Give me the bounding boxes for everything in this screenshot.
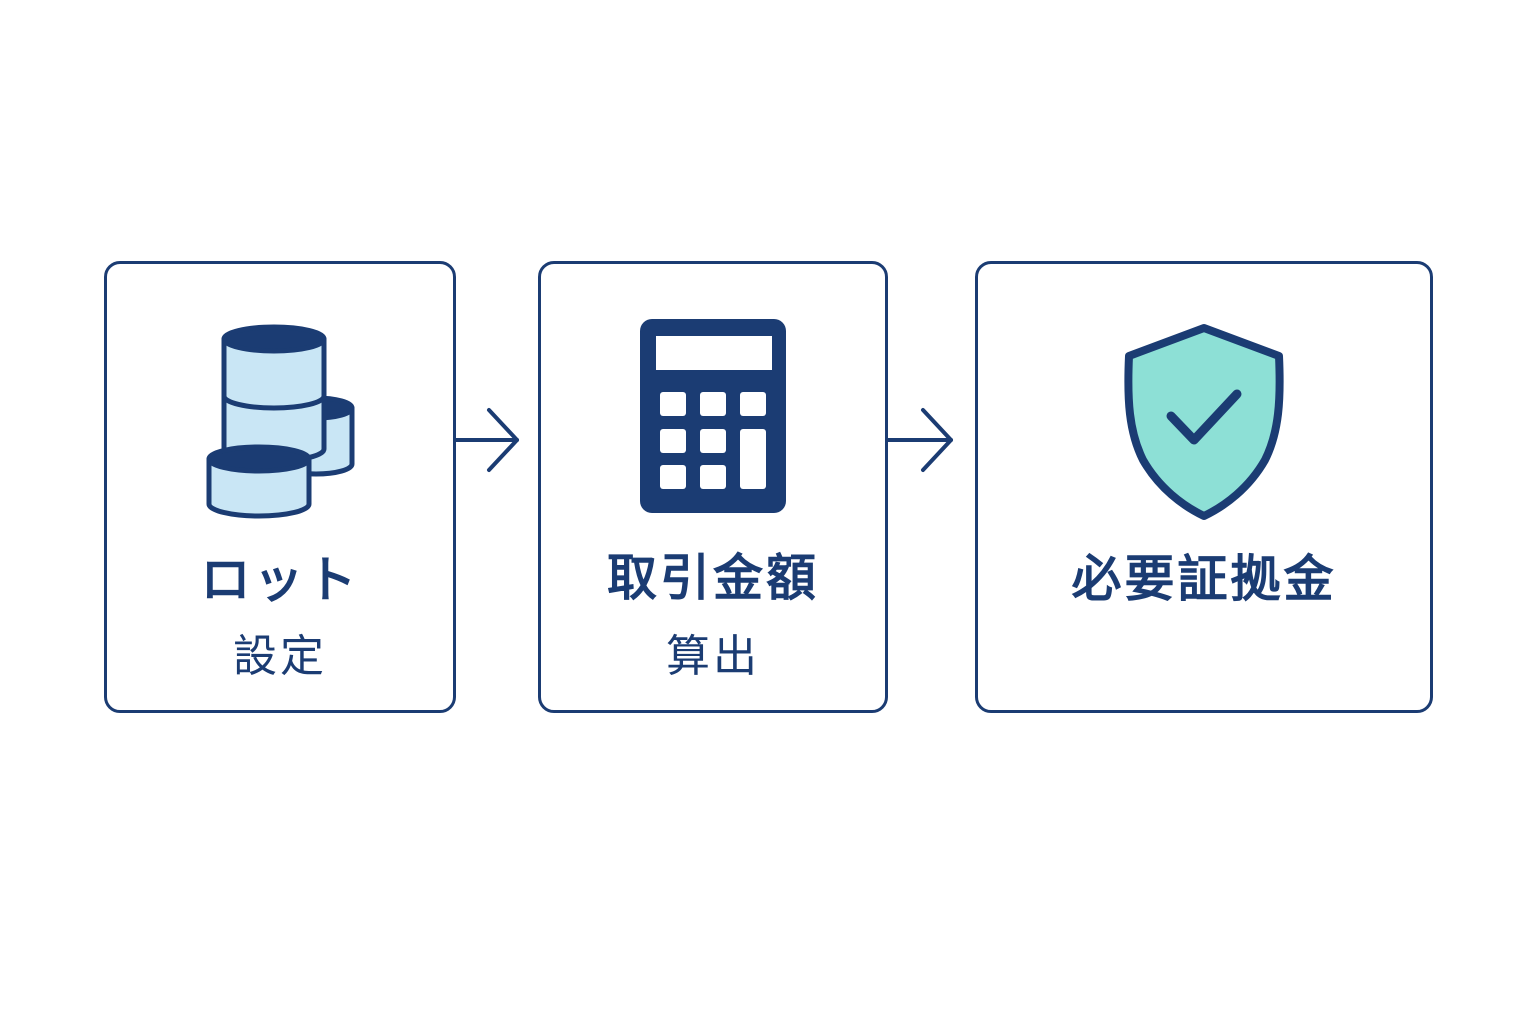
arrow-right-icon xyxy=(887,408,953,472)
step-title: ロット xyxy=(200,551,360,609)
shield-check-icon xyxy=(1124,324,1284,520)
step-card-trade-amount: 取引金額 算出 xyxy=(538,261,888,713)
step-subtitle: 算出 xyxy=(666,631,760,682)
step-card-required-margin: 必要証拠金 xyxy=(975,261,1433,713)
step-title: 取引金額 xyxy=(607,549,819,607)
step-title: 必要証拠金 xyxy=(1071,550,1337,608)
arrow-right-icon xyxy=(455,408,519,472)
calculator-icon xyxy=(640,319,786,513)
database-stack-icon xyxy=(206,324,355,519)
step-subtitle: 設定 xyxy=(233,631,327,682)
step-card-lot: ロット 設定 xyxy=(104,261,456,713)
